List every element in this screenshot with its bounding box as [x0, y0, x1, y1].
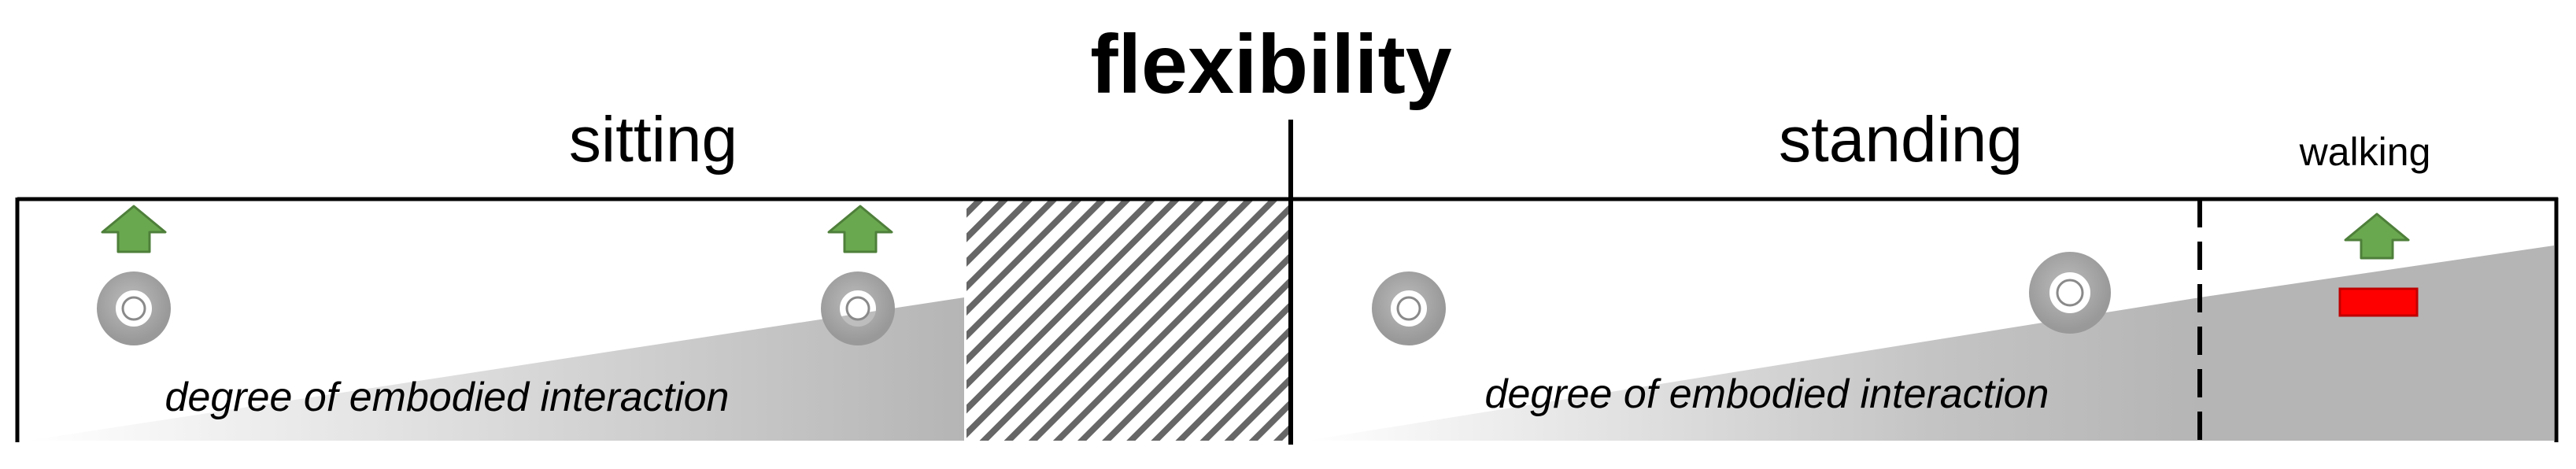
section-label-sitting: sitting: [569, 104, 737, 175]
up-arrow-icon: [101, 205, 167, 253]
red-bar-icon: [2338, 287, 2419, 317]
hatched-region: [966, 199, 1289, 441]
axis-label-standing: degree of embodied interaction: [1485, 371, 2049, 417]
section-label-walking: walking: [2299, 130, 2431, 174]
axis-label-sitting: degree of embodied interaction: [165, 375, 730, 420]
up-arrow-icon: [2344, 212, 2410, 260]
sitting-wedge: [28, 297, 964, 441]
diagram-title: flexibility: [1090, 18, 1452, 111]
ring-icon: [2029, 252, 2111, 334]
walking-wedge: [2200, 246, 2554, 441]
ring-icon: [821, 271, 895, 345]
section-label-standing: standing: [1779, 104, 2023, 175]
standing-wedge: [1306, 297, 2200, 441]
up-arrow-icon: [827, 205, 893, 253]
ring-icon: [97, 271, 171, 345]
ring-icon: [1372, 271, 1446, 345]
